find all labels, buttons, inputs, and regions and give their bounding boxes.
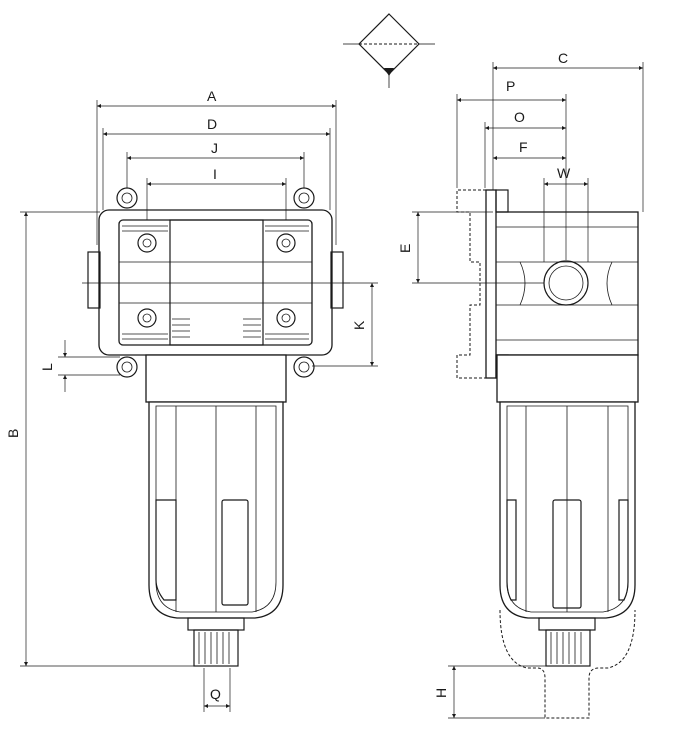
- label-o: O: [514, 109, 525, 125]
- dimension-labels: A D J I B L K Q C P O F W E H: [5, 50, 571, 702]
- label-d: D: [207, 116, 217, 132]
- label-w: W: [557, 165, 571, 181]
- label-i: I: [213, 166, 217, 182]
- label-j: J: [211, 140, 218, 156]
- front-view: [82, 187, 350, 667]
- label-b: B: [5, 429, 21, 438]
- label-q: Q: [210, 686, 221, 702]
- label-p: P: [506, 78, 515, 94]
- label-f: F: [519, 139, 528, 155]
- label-l: L: [39, 363, 55, 371]
- dimension-lines: [20, 62, 644, 719]
- label-h: H: [433, 688, 449, 698]
- filter-symbol-icon: [343, 13, 435, 88]
- label-c: C: [558, 50, 568, 66]
- label-e: E: [397, 244, 413, 253]
- side-view: [456, 189, 639, 719]
- label-a: A: [207, 88, 217, 104]
- label-k: K: [351, 320, 367, 330]
